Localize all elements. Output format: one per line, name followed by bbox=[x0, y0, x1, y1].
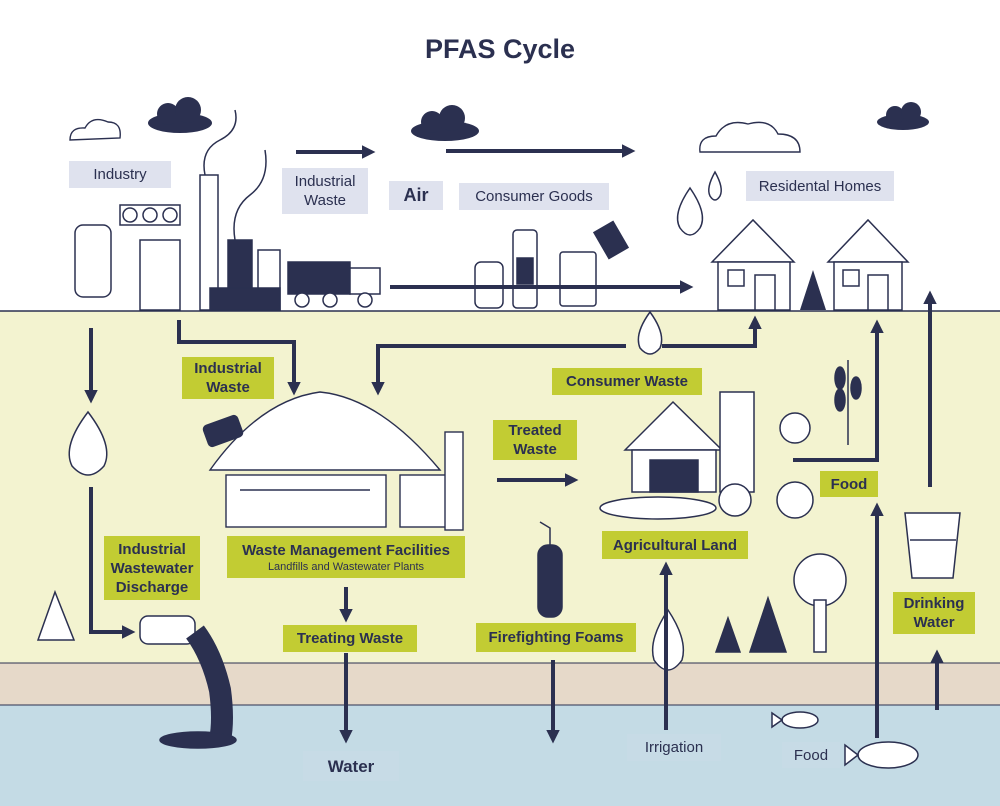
treated-waste-label: Treated Waste bbox=[493, 420, 577, 460]
cloud-icon bbox=[411, 105, 479, 141]
consumer-goods-label: Consumer Goods bbox=[459, 183, 609, 210]
crops-icon bbox=[718, 360, 862, 519]
house-icon bbox=[710, 218, 796, 311]
factory-icon bbox=[74, 109, 281, 311]
agricultural-land-label: Agricultural Land bbox=[602, 531, 748, 559]
air-label: Air bbox=[389, 181, 443, 210]
industrial-wastewater-discharge-label: Industrial Wastewater Discharge bbox=[104, 536, 200, 600]
food-land-label: Food bbox=[820, 471, 878, 497]
landfills-and-wastewater-plants-subtitle: Landfills and Wastewater Plants bbox=[267, 560, 425, 573]
tree-icon bbox=[36, 553, 847, 653]
water-label: Water bbox=[303, 751, 399, 781]
waste-management-facilities-title: Waste Management Facilities bbox=[242, 541, 450, 559]
industrial-waste-ground-label: Industrial Waste bbox=[182, 357, 274, 399]
truck-icon bbox=[287, 261, 381, 308]
cloud-icon bbox=[699, 121, 801, 153]
house-icon bbox=[826, 218, 910, 311]
food-water-label: Food bbox=[782, 742, 840, 768]
consumer-waste-label: Consumer Waste bbox=[552, 368, 702, 395]
diagram-title: PFAS Cycle bbox=[424, 34, 576, 64]
tree-icon bbox=[800, 270, 826, 310]
cloud-icon bbox=[69, 118, 121, 141]
cloud-icon bbox=[148, 97, 212, 133]
drinking-water-label: Drinking Water bbox=[893, 592, 975, 634]
fire-extinguisher-icon bbox=[537, 521, 563, 618]
cloud-icon bbox=[877, 102, 929, 130]
consumer-goods-icon bbox=[474, 220, 630, 309]
sand-band bbox=[0, 663, 1000, 705]
barn-icon bbox=[599, 391, 755, 520]
treating-waste-label: Treating Waste bbox=[283, 625, 417, 652]
flow-arrows bbox=[84, 144, 944, 744]
fish-icon bbox=[771, 711, 919, 769]
firefighting-foams-label: Firefighting Foams bbox=[476, 623, 636, 652]
landfill-icon bbox=[202, 391, 464, 531]
irrigation-label: Irrigation bbox=[627, 734, 721, 761]
waste-management-facilities-label: Waste Management Facilities Landfills an… bbox=[227, 536, 465, 578]
water-glass-icon bbox=[904, 512, 961, 579]
residential-homes-label: Residental Homes bbox=[746, 171, 894, 201]
industry-label: Industry bbox=[69, 161, 171, 188]
industrial-waste-top-label: Industrial Waste bbox=[282, 168, 368, 214]
discharge-pipe-icon bbox=[139, 615, 237, 749]
